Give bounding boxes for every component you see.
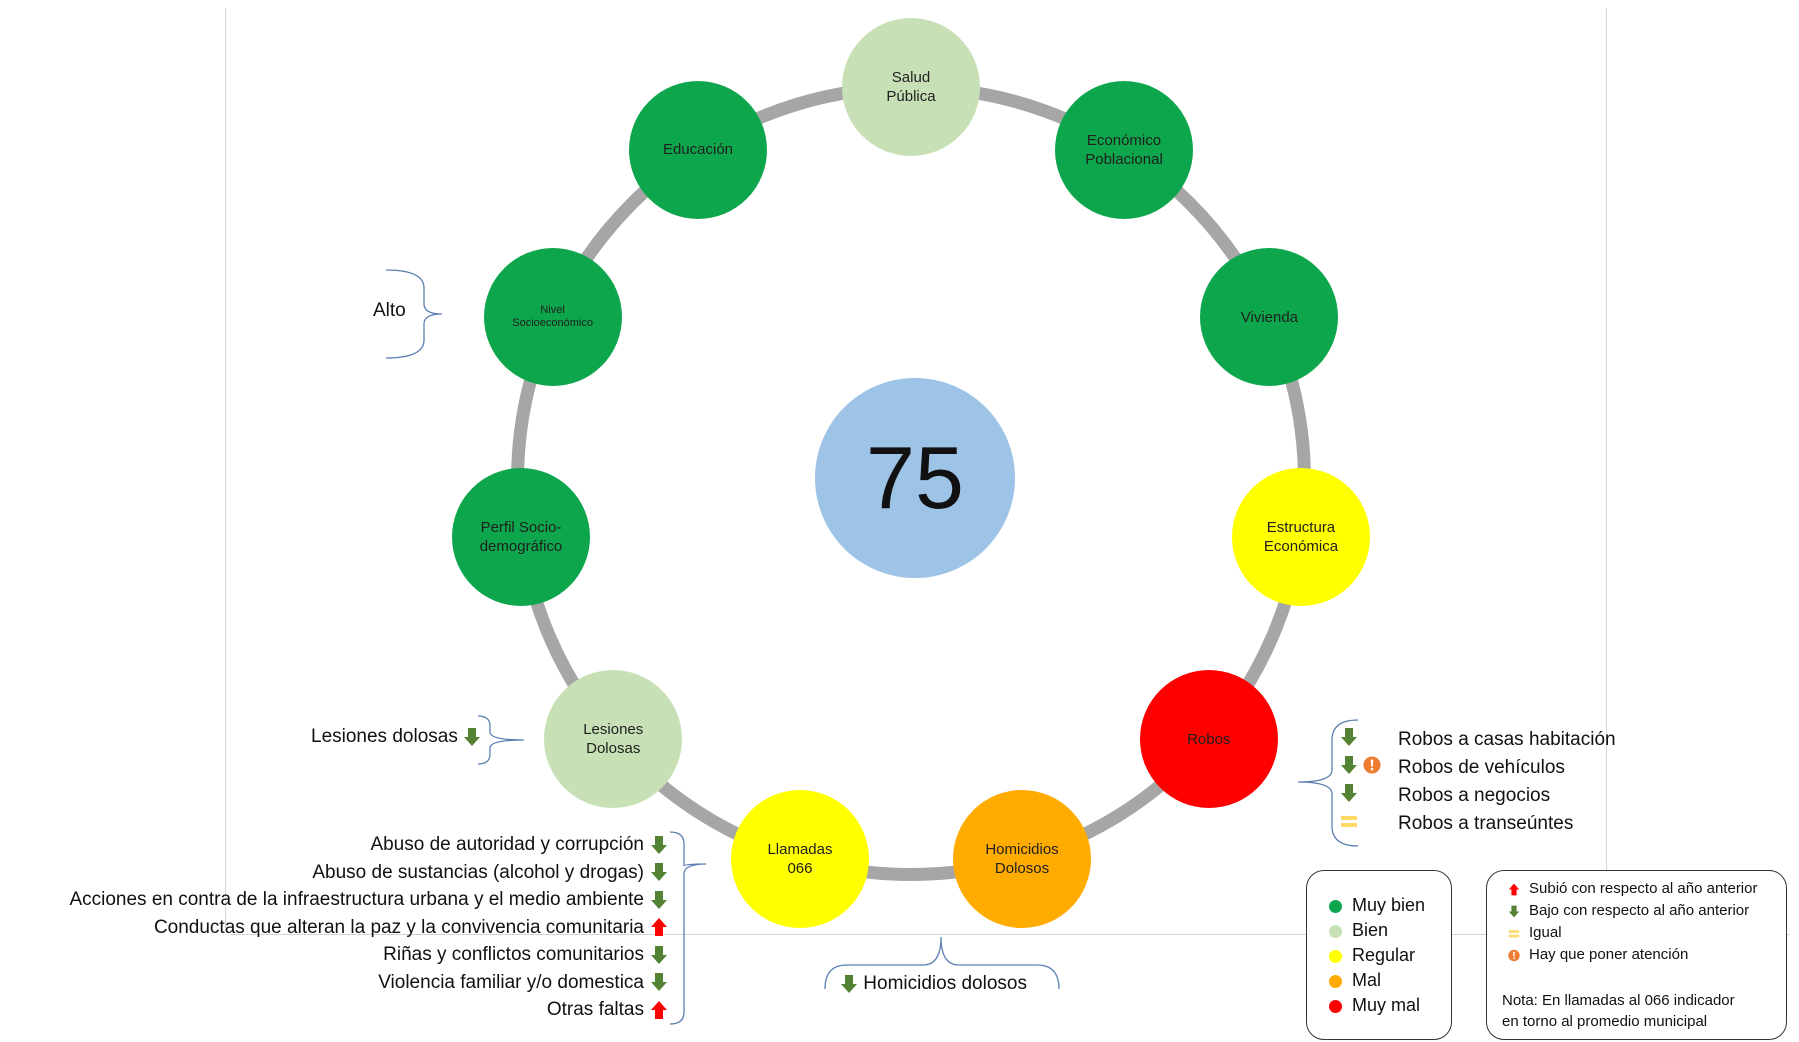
key-label: Subió con respecto al año anterior bbox=[1529, 880, 1758, 897]
arrow-down-icon bbox=[464, 727, 481, 746]
arrow-down-icon bbox=[1508, 905, 1520, 917]
legend-swatch bbox=[1329, 949, 1342, 963]
legend-item-muy_mal: Muy mal bbox=[1329, 995, 1420, 1016]
legend-label: Regular bbox=[1352, 945, 1416, 965]
center-score: 75 bbox=[815, 378, 1015, 578]
arrow-down-icon bbox=[841, 974, 857, 993]
llamadas-item: Abuso de autoridad y corrupción bbox=[370, 834, 668, 856]
node-estructura-economica: Estructura Económica bbox=[1231, 468, 1370, 607]
llamadas-item: Otras faltas bbox=[547, 999, 668, 1021]
arrow-down-icon bbox=[1341, 728, 1357, 746]
frame-bottom-line bbox=[230, 934, 1790, 935]
key-note: Nota: En llamadas al 066 indicador en to… bbox=[1502, 992, 1735, 1030]
arrow-down-icon bbox=[651, 863, 667, 882]
llamadas-item-text: Otras faltas bbox=[546, 999, 644, 1020]
legend-item-regular: Regular bbox=[1329, 945, 1415, 966]
llamadas-item: Acciones en contra de la infraestructura… bbox=[69, 889, 668, 911]
node-robos: Robos bbox=[1139, 670, 1278, 808]
llamadas-item: Violencia familiar y/o domestica bbox=[378, 972, 668, 994]
node-perfil-sociodemografico: Perfil Socio- demográfico bbox=[452, 468, 590, 607]
legend-label: Mal bbox=[1352, 970, 1382, 990]
llamadas-brace bbox=[669, 831, 707, 1025]
equal-icon bbox=[1508, 929, 1520, 937]
node-homicidios-dolosos: Homicidios Dolosos bbox=[953, 790, 1091, 929]
lesiones-annotation-text: Lesiones dolosas bbox=[311, 726, 458, 747]
nivel-brace bbox=[385, 269, 443, 359]
frame-right-line bbox=[1606, 8, 1607, 928]
frame-left-line bbox=[225, 8, 226, 928]
legend-swatch bbox=[1329, 899, 1342, 913]
legend-item-mal: Mal bbox=[1329, 970, 1381, 991]
llamadas-item-text: Abuso de autoridad y corrupción bbox=[370, 834, 644, 855]
llamadas-item-text: Violencia familiar y/o domestica bbox=[378, 971, 644, 993]
llamadas-item-text: Conductas que alteran la paz y la conviv… bbox=[153, 916, 644, 938]
node-salud-publica: Salud Pública bbox=[842, 18, 980, 156]
node-vivienda: Vivienda bbox=[1200, 248, 1339, 387]
equal-icon bbox=[1341, 816, 1357, 827]
legend-label: Bien bbox=[1352, 920, 1389, 940]
node-llamadas-066: Llamadas 066 bbox=[730, 790, 869, 929]
llamadas-item-text: Abuso de sustancias (alcohol y drogas) bbox=[312, 861, 644, 883]
robos-item: Robos a casas habitación bbox=[1398, 729, 1616, 750]
arrow-down-icon bbox=[651, 835, 667, 854]
robos-item: Robos a negocios bbox=[1398, 785, 1551, 806]
robos-trend bbox=[1340, 727, 1358, 747]
robos-item: Robos a transeúntes bbox=[1398, 813, 1574, 834]
robos-trend bbox=[1340, 755, 1381, 775]
robos-item: Robos de vehículos bbox=[1398, 757, 1565, 778]
legend-swatch bbox=[1329, 974, 1342, 988]
legend-label: Muy bien bbox=[1352, 895, 1426, 915]
key-item: Subió con respecto al año anterior bbox=[1508, 880, 1757, 897]
arrow-down-icon bbox=[651, 890, 667, 909]
key-item: Bajo con respecto al año anterior bbox=[1508, 902, 1749, 919]
key-item: Igual bbox=[1508, 924, 1562, 941]
llamadas-item: Abuso de sustancias (alcohol y drogas) bbox=[312, 862, 668, 884]
node-nivel-socioeconomico: Nivel Socioeconómico bbox=[483, 248, 622, 387]
homicidios-brace bbox=[824, 936, 1060, 990]
node-economico-poblacional: Económico Poblacional bbox=[1055, 80, 1193, 219]
arrow-up-icon bbox=[651, 918, 667, 937]
homicidios-annotation: Homicidios dolosos bbox=[840, 973, 1027, 995]
attention-icon bbox=[1508, 949, 1520, 961]
arrow-down-icon bbox=[651, 973, 667, 992]
key-label: Bajo con respecto al año anterior bbox=[1529, 902, 1750, 919]
llamadas-item: Riñas y conflictos comunitarios bbox=[383, 944, 668, 966]
key-item: Hay que poner atención bbox=[1508, 946, 1688, 963]
llamadas-item-text: Riñas y conflictos comunitarios bbox=[383, 944, 644, 965]
arrow-up-icon bbox=[1508, 883, 1520, 895]
arrow-down-icon bbox=[651, 945, 667, 964]
arrow-down-icon bbox=[1341, 756, 1357, 774]
node-educacion: Educación bbox=[628, 80, 767, 219]
legend-swatch bbox=[1329, 999, 1342, 1013]
lesiones-annotation: Lesiones dolosas bbox=[311, 726, 481, 748]
nivel-annotation: Alto bbox=[373, 300, 406, 321]
legend-swatch bbox=[1329, 924, 1342, 938]
robos-brace bbox=[1297, 719, 1359, 847]
legend-item-muy_bien: Muy bien bbox=[1329, 895, 1425, 916]
arrow-up-icon bbox=[651, 1000, 667, 1019]
llamadas-item-text: Acciones en contra de la infraestructura… bbox=[69, 889, 644, 910]
key-label: Igual bbox=[1529, 924, 1562, 941]
robos-trend bbox=[1340, 811, 1358, 831]
attention-icon bbox=[1363, 756, 1381, 774]
lesiones-brace bbox=[477, 715, 525, 765]
legend-label: Muy mal bbox=[1352, 995, 1421, 1015]
arrow-down-icon bbox=[1341, 784, 1357, 802]
key-label: Hay que poner atención bbox=[1529, 946, 1689, 963]
symbol-key bbox=[1486, 870, 1787, 1040]
llamadas-item: Conductas que alteran la paz y la conviv… bbox=[154, 917, 668, 939]
legend-item-bien: Bien bbox=[1329, 920, 1388, 941]
homicidios-annotation-text: Homicidios dolosos bbox=[863, 973, 1027, 994]
robos-trend bbox=[1340, 783, 1358, 803]
node-lesiones-dolosas: Lesiones Dolosas bbox=[544, 670, 683, 808]
